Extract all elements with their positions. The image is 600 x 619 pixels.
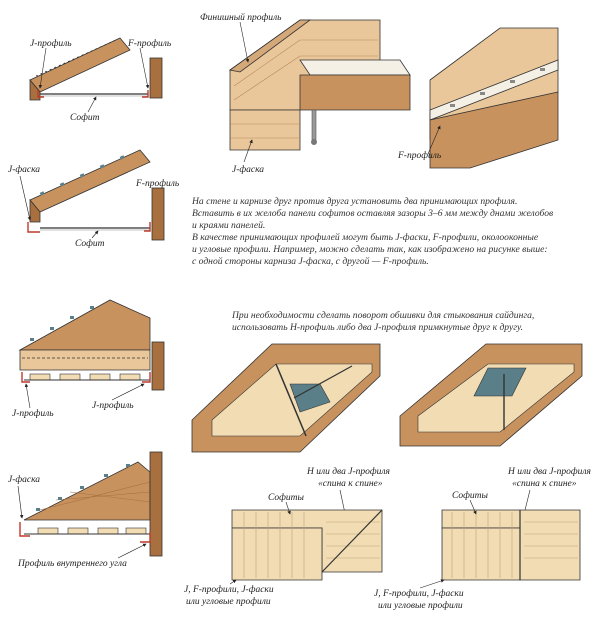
label-h-or-two-j-2: H или два J-профиля bbox=[507, 466, 591, 477]
diagram-soffit-layout-h bbox=[231, 509, 383, 581]
label-inner-corner-profile: Профиль внутреннего угла bbox=[17, 558, 127, 569]
label-f-profile-2: F-профиль bbox=[135, 178, 180, 189]
label-finish-profile: Финишный профиль bbox=[200, 12, 282, 23]
text-line: В качестве принимающих профилей могут бы… bbox=[192, 232, 539, 243]
diagram-corner-soffit-two-j bbox=[399, 343, 583, 447]
label-soffits-2: Софиты bbox=[452, 490, 489, 501]
label-f-profile: F-профиль bbox=[127, 38, 172, 49]
label-jf-line2-1: или угловые профили bbox=[186, 596, 271, 607]
text-line: и угловые профили. Например, можно сдела… bbox=[192, 244, 548, 255]
label-soffit-2: Софит bbox=[75, 238, 105, 249]
label-f-profile-3d: F-профиль bbox=[397, 150, 442, 161]
label-j-profile-3: J-профиль bbox=[12, 408, 54, 419]
label-soffit: Софит bbox=[70, 112, 100, 123]
label-j-bevel-3d: J-фаска bbox=[232, 164, 264, 175]
label-j-bevel-4: J-фаска bbox=[8, 474, 40, 485]
label-jf-line2-2: или угловые профили bbox=[378, 600, 463, 611]
label-jf-line1-1: J, F-профили, J-фаски bbox=[184, 584, 274, 595]
diagram-eave-3d-finish-profile bbox=[229, 19, 411, 151]
instruction-text-top: На стене и карнизе друг против друга уст… bbox=[192, 196, 596, 268]
text-line: На стене и карнизе друг против друга уст… bbox=[192, 196, 518, 207]
diagram-eave-3d-f-profile bbox=[429, 27, 559, 169]
diagram-eave-section-2 bbox=[27, 149, 165, 241]
label-h-or-two-j-1: H или два J-профиля bbox=[306, 466, 390, 477]
text-line: использовать H-профиль либо два J-профил… bbox=[232, 322, 524, 333]
text-line: и краями панелей. bbox=[192, 220, 266, 231]
diagram-eave-section-1 bbox=[29, 37, 163, 101]
label-j-bevel: J-фаска bbox=[8, 164, 40, 175]
text-line: Вставить в их желоба панели софитов оста… bbox=[192, 208, 554, 219]
label-back-to-back-1: «спина к спине» bbox=[318, 479, 383, 489]
diagram-soffit-layout-two-j bbox=[441, 509, 581, 581]
diagram-eave-section-4 bbox=[19, 451, 163, 557]
label-jf-line1-2: J, F-профили, J-фаски bbox=[374, 588, 464, 599]
diagram-corner-soffit-h-profile bbox=[191, 343, 381, 453]
label-back-to-back-2: «спина к спине» bbox=[512, 479, 577, 489]
label-j-profile-4: J-профиль bbox=[92, 400, 134, 411]
instruction-text-mid: При необходимости сделать поворот обшивк… bbox=[232, 310, 592, 334]
text-line: При необходимости сделать поворот обшивк… bbox=[232, 310, 535, 321]
label-j-profile: J-профиль bbox=[30, 38, 72, 49]
diagram-eave-section-3 bbox=[18, 299, 165, 391]
label-soffits-1: Софиты bbox=[268, 492, 305, 503]
text-line: с одной стороны карниза J-фаска, с друго… bbox=[192, 256, 429, 267]
